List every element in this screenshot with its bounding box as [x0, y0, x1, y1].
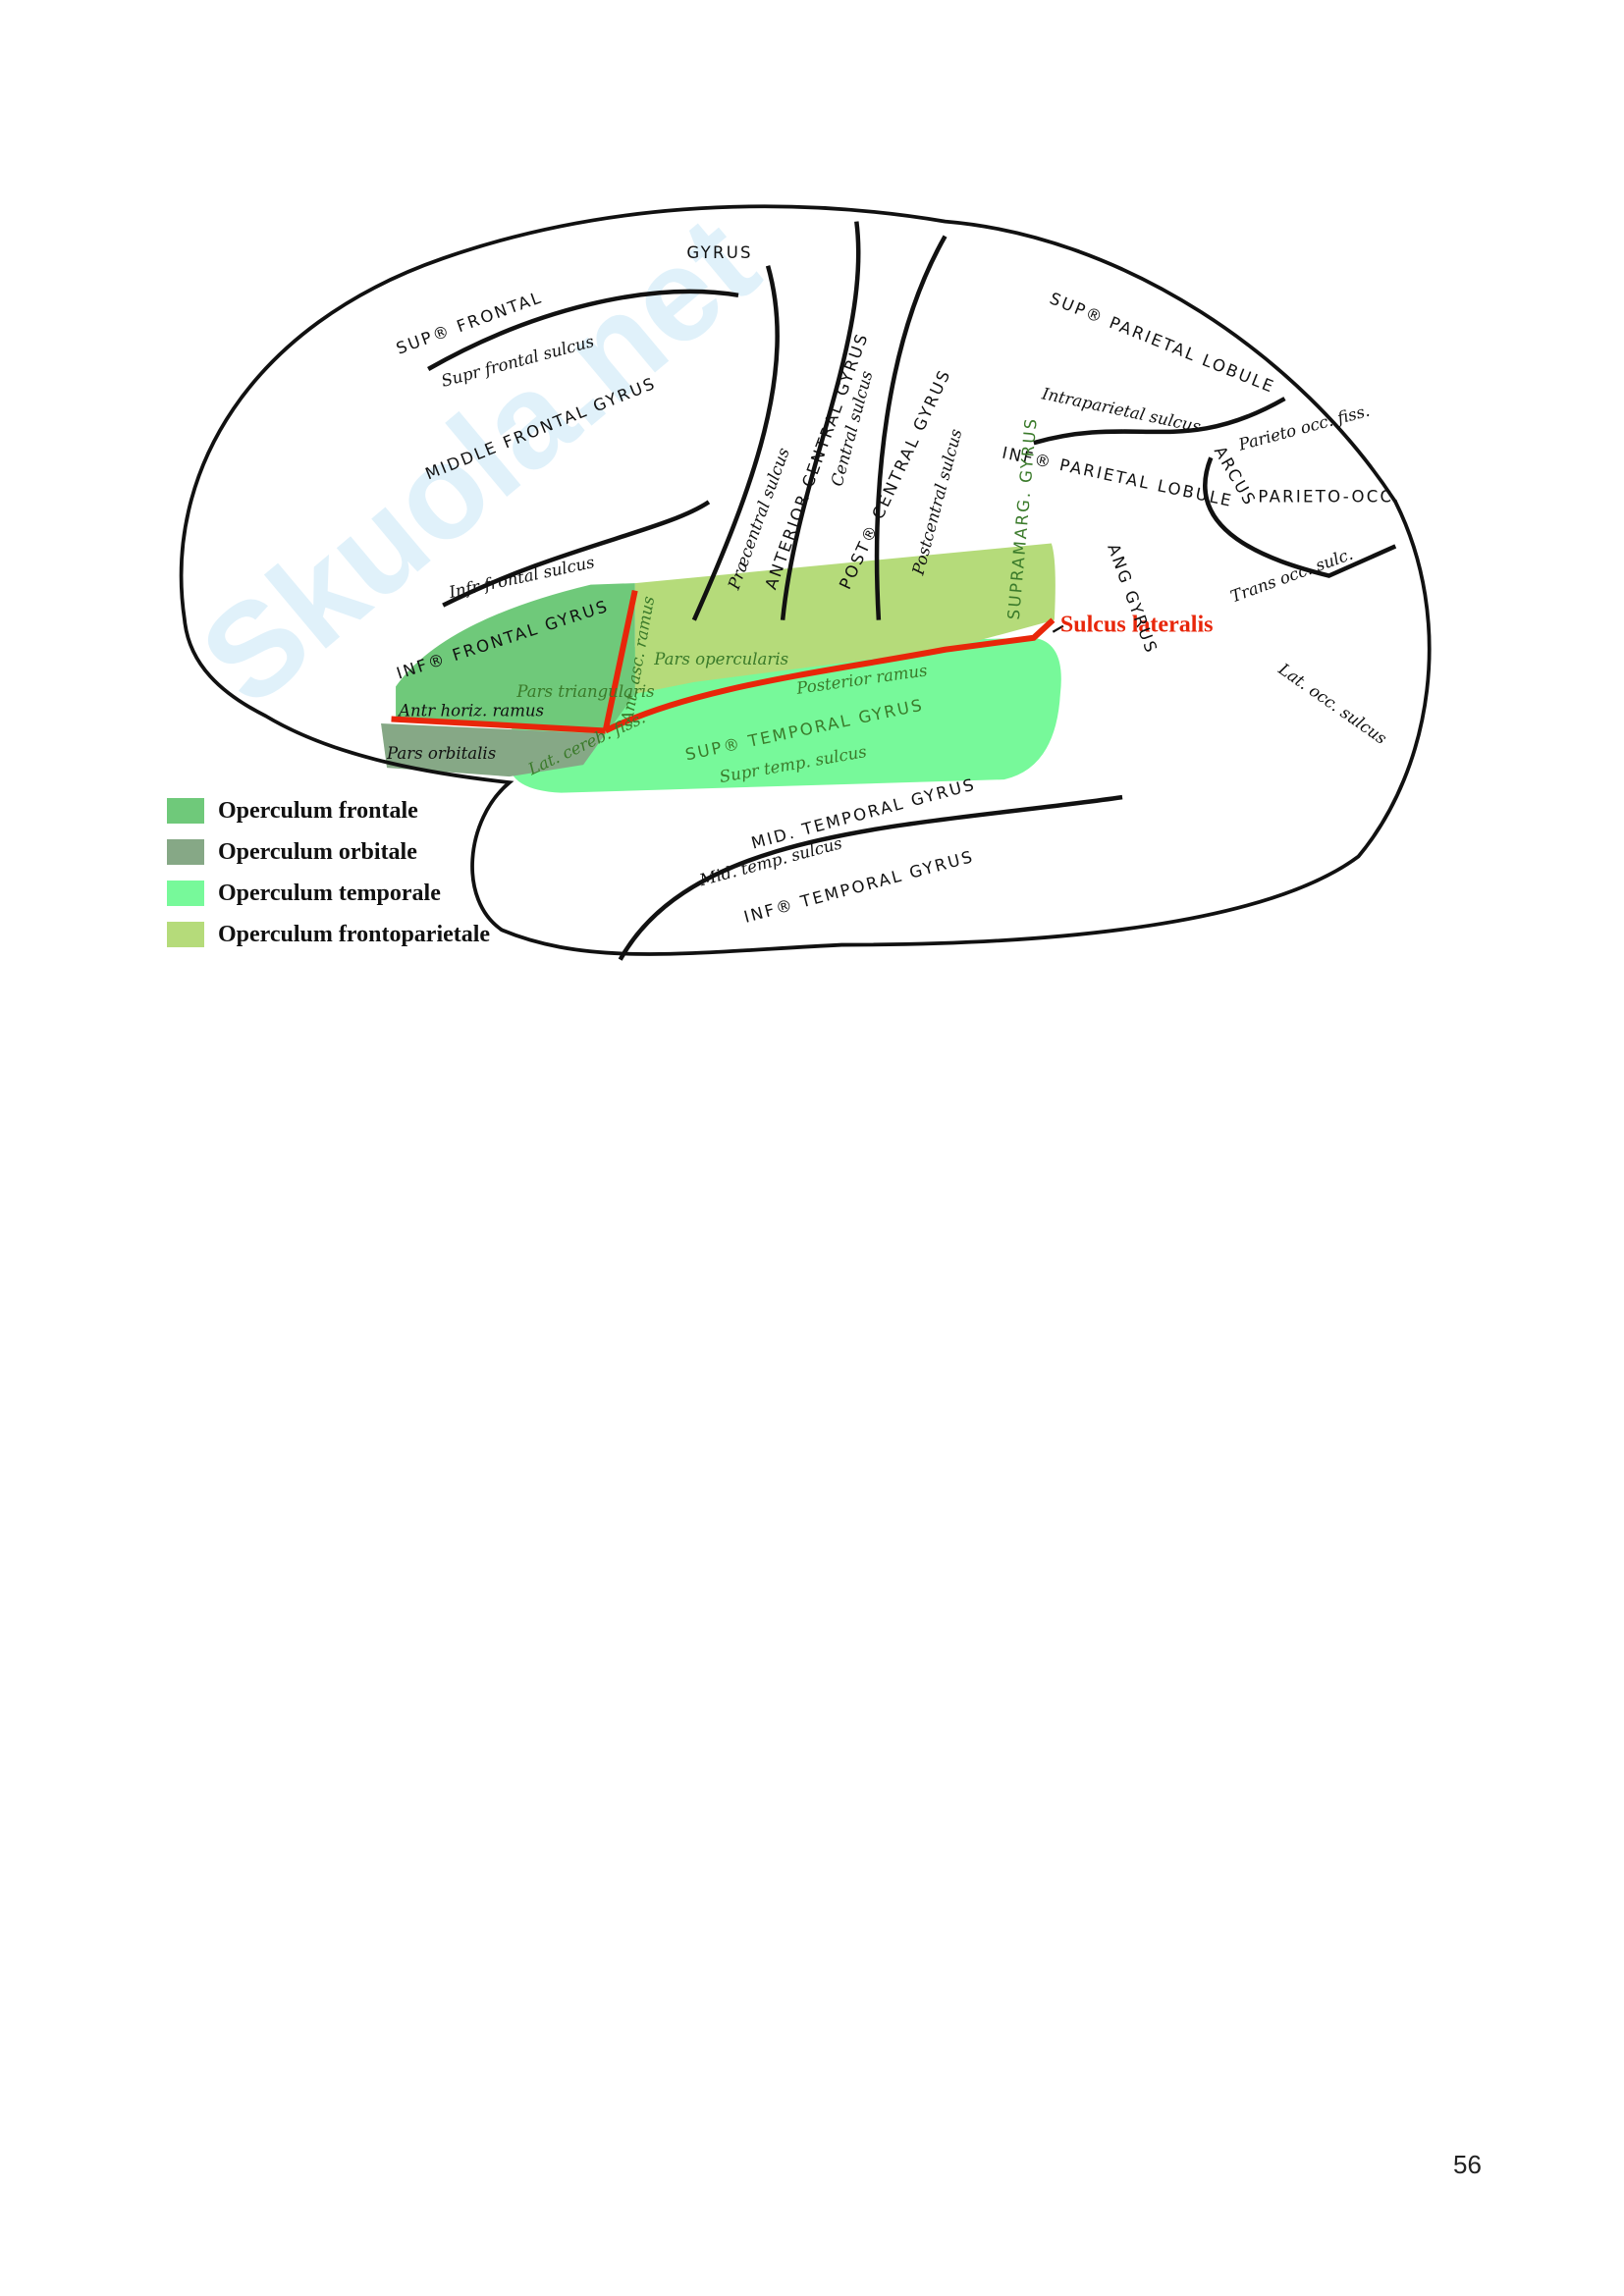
sulcus-lateralis-line	[391, 589, 1056, 734]
label: Antr horiz. ramus	[397, 701, 544, 720]
legend-label: Operculum temporale	[218, 880, 441, 906]
brain-outline	[179, 204, 1432, 956]
label: Trans occ. sulc.	[1228, 545, 1356, 607]
sulcus-line	[780, 221, 861, 620]
label: Pars opercularis	[653, 650, 788, 668]
label: ANG GYRUS	[1104, 541, 1161, 657]
legend-label: Operculum orbitale	[218, 838, 417, 865]
label: Intraparietal sulcus	[1040, 384, 1203, 436]
legend: Operculum frontale Operculum orbitale Op…	[167, 790, 490, 955]
label: PARIETO-OCC.	[1258, 487, 1400, 506]
legend-label: Operculum frontoparietale	[218, 921, 491, 947]
sulcus-line	[1033, 397, 1286, 446]
sulcus-line	[1203, 456, 1397, 578]
legend-item-operculum-orbitale: Operculum orbitale	[167, 831, 490, 873]
legend-swatch	[167, 798, 204, 824]
label: Pars orbitalis	[386, 744, 496, 763]
sulcus-line	[427, 289, 739, 371]
sulcus-line	[874, 235, 947, 620]
label: GYRUS	[686, 243, 752, 262]
legend-swatch	[167, 839, 204, 865]
sulcus-line	[691, 265, 780, 621]
sulcus-line	[618, 794, 1123, 961]
label: MID. TEMPORAL GYRUS	[749, 774, 978, 852]
region-operculum-frontoparietale	[634, 543, 1056, 694]
legend-label: Operculum frontale	[218, 797, 418, 824]
page-number: 56	[1453, 2150, 1482, 2179]
sulcus-line	[442, 500, 711, 608]
label: Pars triangularis	[515, 682, 654, 701]
legend-swatch	[167, 922, 204, 947]
region-operculum-frontale	[396, 583, 635, 731]
legend-item-operculum-frontale: Operculum frontale	[167, 790, 490, 831]
label: Parieto occ. fiss.	[1236, 401, 1373, 454]
sulcus-lateralis-label: Sulcus lateralis	[1060, 613, 1214, 638]
region-operculum-orbitale	[381, 722, 606, 777]
legend-swatch	[167, 881, 204, 906]
legend-item-operculum-temporale: Operculum temporale	[167, 873, 490, 914]
label: Lat. occ. sulcus	[1274, 659, 1390, 748]
brain-lateral-diagram: Skuola.net Sulcus lateralis SUP® FRONTAL…	[173, 187, 1432, 961]
callout-leader	[1052, 624, 1064, 633]
legend-item-operculum-frontoparietale: Operculum frontoparietale	[167, 914, 490, 955]
